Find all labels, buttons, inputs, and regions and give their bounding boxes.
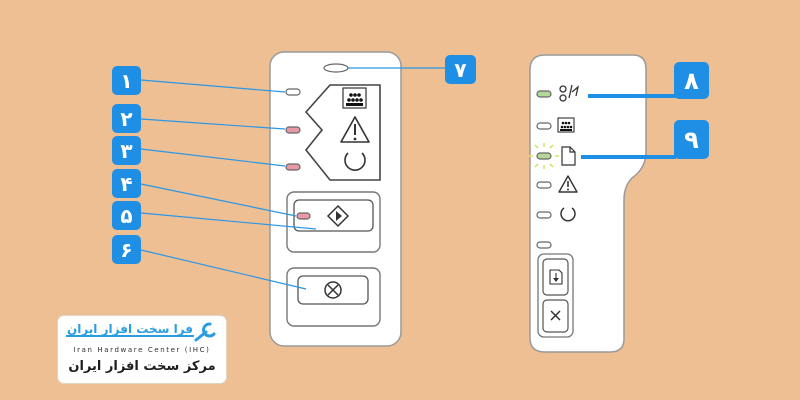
right-ready-led [536,211,552,219]
callout-badge-2: ۲ [112,104,141,133]
wrench-icon [194,322,216,342]
attention-icon [558,175,578,193]
right-cancel-button[interactable] [542,299,569,333]
right-toner-led [536,122,552,130]
go-icon [326,204,350,228]
ihc-logo: فرا سخت افزار ایران Iran Hardware Center… [58,316,226,383]
logo-mark: فرا سخت افزار ایران [66,322,216,342]
callout-label-1: ۱ [120,69,132,93]
resume-button[interactable] [542,258,569,296]
ready-icon [560,207,576,222]
top-led [323,63,349,73]
wireless-led [536,90,552,98]
callout-label-6: ۶ [120,238,132,262]
go-led [296,212,311,220]
callout-label-4: ۴ [120,172,132,196]
callout-label-3: ۳ [120,139,132,163]
logo-persian-text: مرکز سخت افزار ایران [68,359,216,374]
callout-badge-9: ۹ [674,120,709,159]
toner-icon [342,87,367,109]
cancel-icon [550,310,561,321]
callout-label-2: ۲ [120,107,132,131]
callout-label-9: ۹ [684,126,699,154]
callout-badge-8: ۸ [674,62,709,99]
callout-badge-7: ۷ [445,55,476,84]
status-icon-frame [304,84,381,181]
callout-badge-5: ۵ [112,201,141,230]
paper-led-glow [529,143,559,169]
ready-led [285,163,301,171]
attention-icon [340,116,370,143]
toner-led [285,88,301,96]
attention-led [285,126,301,134]
paper-icon [561,146,576,166]
paper-led [536,152,552,160]
callout-label-8: ۸ [684,67,699,95]
logo-underline [66,335,194,337]
ready-icon [344,152,366,171]
wireless-icon [559,84,580,102]
callout-label-7: ۷ [454,58,466,82]
callout-badge-3: ۳ [112,136,141,165]
callout-badge-4: ۴ [112,169,141,198]
left-callout-lines [140,67,448,290]
right-attention-led [536,181,552,189]
callout-badge-6: ۶ [112,235,141,264]
callout-badge-1: ۱ [112,66,141,95]
logo-persian-top: فرا سخت افزار ایران [67,322,193,336]
callout-label-5: ۵ [120,204,132,228]
resume-led [536,241,552,249]
toner-icon [557,117,575,133]
logo-english-text: Iran Hardware Center (IHC) [73,346,211,354]
cancel-icon [324,281,342,299]
right-callout-lines [581,94,676,159]
